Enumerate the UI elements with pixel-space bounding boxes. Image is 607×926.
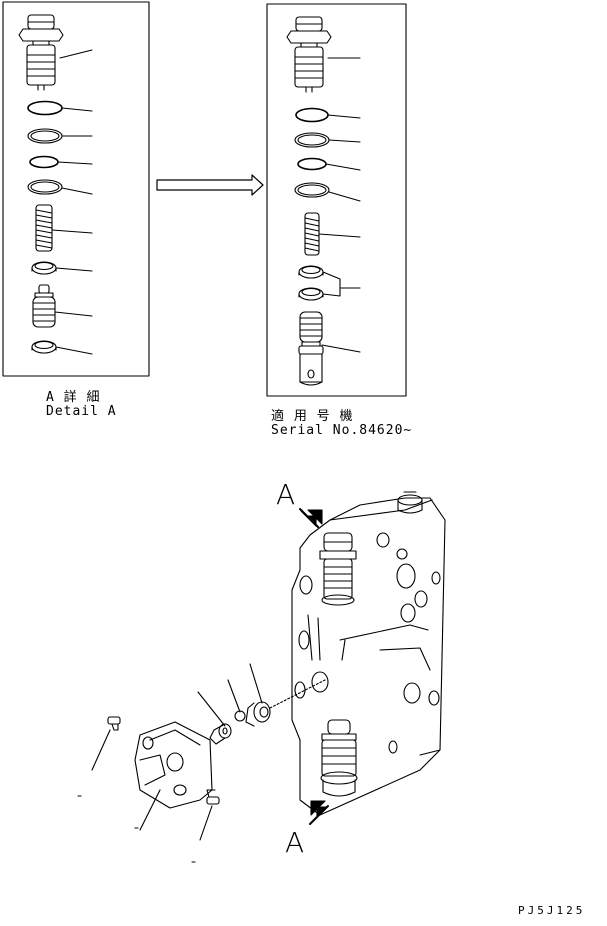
block-bolt	[397, 491, 423, 514]
detail-a-seal-1	[31, 261, 57, 275]
view-marker-bottom: A	[285, 826, 305, 859]
ring-part	[245, 701, 271, 727]
view-arrow-top	[299, 508, 323, 528]
detail-a-title-jp: A 詳 細	[46, 390, 101, 405]
serial-number-label: Serial No.84620~	[271, 423, 413, 438]
detail-a-box	[2, 1, 150, 377]
detail-a-spring	[35, 204, 53, 252]
detail-a-o-ring-2	[29, 155, 59, 169]
leader-line	[59, 49, 93, 59]
serial-backup-ring-1	[294, 132, 330, 148]
leader-line	[55, 346, 93, 355]
leader-line	[61, 107, 93, 112]
main-leader-lines	[77, 663, 263, 863]
view-arrow-bottom	[309, 800, 329, 825]
detail-a-o-ring-1	[27, 100, 63, 116]
block-port	[311, 671, 329, 693]
leader-line	[328, 191, 361, 202]
serial-o-ring-1	[295, 107, 329, 123]
serial-spring	[304, 212, 320, 256]
detail-a-piston	[32, 284, 56, 328]
view-marker-top: A	[276, 478, 296, 511]
leader-line	[55, 267, 93, 272]
assembly-line	[269, 679, 326, 709]
detail-a-seal-2	[31, 340, 57, 354]
detail-a-backup-ring-1	[27, 128, 63, 144]
leader-line	[321, 344, 361, 353]
serial-piston	[298, 311, 324, 386]
lower-cartridge	[320, 719, 358, 797]
drawing-code: PJ5J125	[518, 904, 586, 917]
change-arrow	[156, 174, 264, 196]
leader-line	[327, 114, 361, 119]
upper-cartridge	[319, 532, 357, 606]
detail-a-title-en: Detail A	[46, 404, 117, 419]
leader-line	[51, 229, 93, 234]
serial-seal-1	[298, 265, 324, 279]
leader-line	[54, 311, 93, 317]
serial-backup-ring-2	[294, 182, 330, 198]
leader-line	[328, 139, 361, 143]
screw-2	[206, 789, 220, 805]
serial-o-ring-2	[297, 157, 327, 171]
leader-line	[61, 187, 93, 195]
serial-label-jp: 適 用 号 機	[271, 409, 354, 424]
detail-a-plug	[18, 14, 64, 91]
serial-seal-2	[298, 287, 324, 301]
screw-1	[107, 716, 121, 731]
leader-line	[325, 163, 361, 171]
valve-block	[291, 497, 446, 816]
serial-detail-box	[266, 3, 407, 397]
leader-line	[322, 271, 361, 297]
leader-line	[318, 233, 361, 238]
orifice-part	[209, 723, 232, 745]
serial-plug	[286, 16, 332, 93]
cover-housing	[134, 721, 213, 809]
leader-line	[57, 161, 93, 165]
detail-a-backup-ring-2	[27, 179, 63, 195]
